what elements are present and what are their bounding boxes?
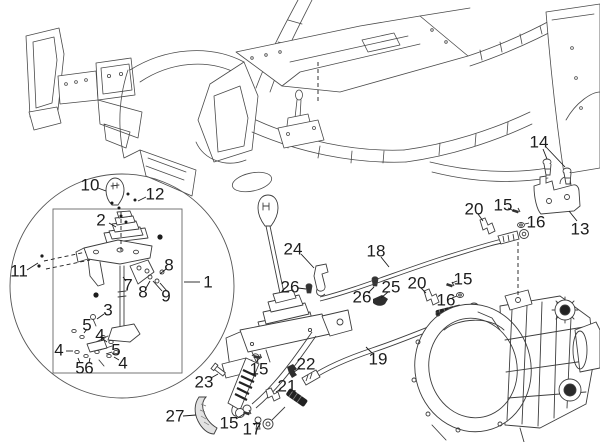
screw-15-lower-drawing <box>243 409 252 416</box>
gearbox-drawing <box>411 289 600 442</box>
leader-line <box>108 222 117 228</box>
leader-line <box>253 421 258 426</box>
screw-15-upper-drawing <box>512 207 521 214</box>
leader-line <box>113 356 120 361</box>
ball-stud-17-drawing <box>254 416 262 430</box>
leader-line <box>122 276 127 282</box>
leader-line <box>96 313 105 320</box>
screw-26-front-drawing <box>305 283 313 294</box>
leader-line <box>380 291 389 299</box>
leader-line <box>451 295 458 299</box>
select-cable-18-drawing <box>319 229 529 302</box>
leader-line <box>137 196 147 202</box>
gear-boot-drawing <box>103 210 149 244</box>
leader-line <box>77 357 81 364</box>
cable-clip-20-lower-drawing <box>423 288 440 306</box>
leader-line <box>88 357 91 364</box>
screw-15-mid-drawing <box>253 353 263 360</box>
selector-plate-drawing <box>129 259 165 285</box>
leader-line <box>159 268 167 275</box>
leader-line <box>83 328 88 334</box>
leader-line <box>97 187 107 192</box>
cable-clip-20-upper-drawing <box>479 217 496 235</box>
leader-line <box>182 414 197 417</box>
fastener-cluster-drawing <box>71 314 119 367</box>
bolt-23-drawing <box>210 362 227 377</box>
reference-dot <box>40 254 44 258</box>
leader-line <box>542 148 548 160</box>
leader-line <box>102 338 108 343</box>
lever-support-bracket-drawing <box>75 239 153 287</box>
detail-circle <box>9 173 235 399</box>
leader-line <box>524 222 530 225</box>
reference-dot <box>110 201 114 205</box>
dashed-guide-line <box>45 259 91 270</box>
reference-dot <box>117 206 121 210</box>
reference-dot <box>37 264 41 268</box>
leader-line <box>297 287 307 290</box>
dashed-guide-line <box>43 251 87 262</box>
reference-dot <box>124 220 128 224</box>
leader-line <box>256 357 259 364</box>
leader-line <box>152 280 163 292</box>
gear-knob-drawing <box>105 177 125 206</box>
leader-line <box>105 351 113 355</box>
leader-line <box>367 286 375 294</box>
leader-line <box>477 213 484 222</box>
leader-line <box>26 262 39 271</box>
leader-line <box>568 210 578 222</box>
washer-16-lower-drawing <box>456 292 464 298</box>
bolt-14-left-drawing <box>542 158 552 176</box>
reference-dot <box>119 214 123 218</box>
leader-line <box>545 146 566 168</box>
reference-dot <box>126 192 130 196</box>
guard-27-drawing <box>194 396 218 435</box>
detail-box <box>52 208 183 374</box>
lever-assembly-exploded <box>71 177 165 367</box>
callout-leader-lines <box>26 146 578 426</box>
leader-line <box>380 256 390 268</box>
leader-line <box>159 282 168 292</box>
ball-stud-16-upper-drawing <box>517 222 525 228</box>
chassis-frame-drawing <box>25 0 600 197</box>
reference-dot <box>93 292 99 298</box>
leader-line <box>507 207 515 212</box>
leader-line <box>451 280 458 284</box>
bolt-14-right-drawing <box>562 167 572 185</box>
reference-dot <box>157 234 163 240</box>
cable-bracket-24-drawing <box>313 263 329 297</box>
dashed-guide-lines <box>43 62 519 296</box>
leader-line <box>420 287 427 294</box>
leader-line <box>145 280 151 289</box>
reference-dots <box>37 192 163 298</box>
leader-line <box>300 253 315 269</box>
leader-line <box>293 367 301 373</box>
reference-dot <box>133 198 137 202</box>
leader-line <box>365 346 373 354</box>
leader-line <box>210 373 219 379</box>
cable-clip-22-drawing <box>287 364 297 378</box>
cable-clip-21-drawing <box>265 387 281 402</box>
shift-lever-drawing <box>221 194 353 379</box>
cable-clamp-25-drawing <box>373 295 388 306</box>
damper-spring-drawing <box>227 353 260 418</box>
leader-line <box>275 388 282 393</box>
mounting-bracket-13-drawing <box>533 175 581 215</box>
leader-line <box>235 413 245 420</box>
